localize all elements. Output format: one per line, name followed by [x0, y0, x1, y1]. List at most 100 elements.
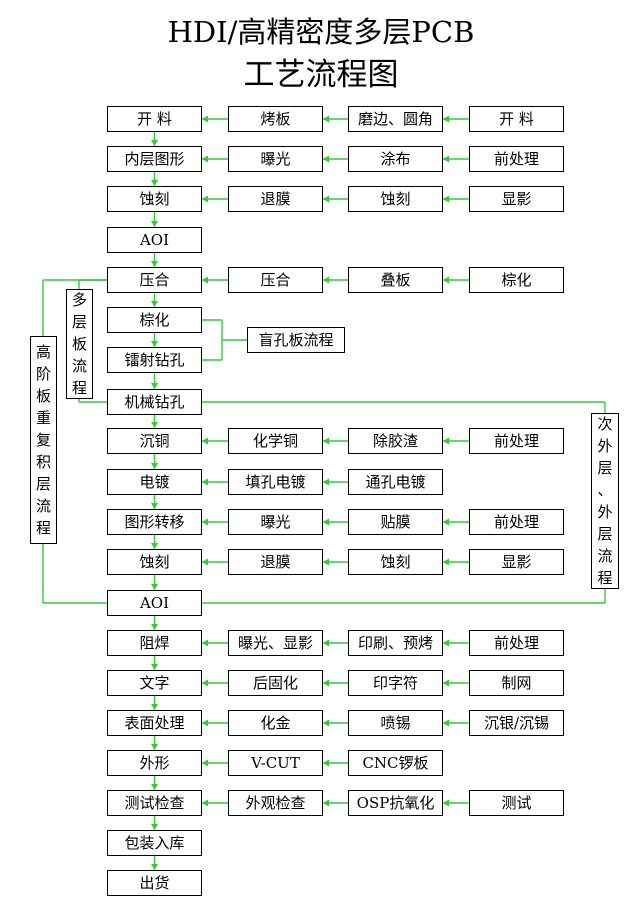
step-visual-inspection: 外观检查 [228, 790, 323, 816]
step-expose-develop: 曝光、显影 [228, 630, 323, 656]
main-step-aoi-outer: AOI [107, 590, 202, 616]
step-strip-film-2: 退膜 [228, 549, 323, 575]
arrowhead [151, 261, 158, 267]
arrowhead [151, 463, 158, 469]
arrowhead [151, 543, 158, 549]
main-step-inner-pattern: 内层图形 [107, 146, 202, 172]
step-pretreatment: 前处理 [469, 146, 564, 172]
arrowhead [443, 155, 449, 163]
arrowhead [323, 437, 329, 445]
arrowhead [443, 639, 449, 647]
arrowhead [151, 864, 158, 870]
arrowhead [443, 195, 449, 203]
main-step-cutting: 开 料 [107, 106, 202, 132]
step-print-legend: 印字符 [348, 670, 443, 696]
arrowhead [202, 115, 208, 123]
main-step-surface-finish: 表面处理 [107, 710, 202, 736]
arrowhead [151, 704, 158, 710]
main-step-profile: 外形 [107, 750, 202, 776]
arrowhead [151, 140, 158, 146]
arrowhead [323, 759, 329, 767]
main-step-plating: 电镀 [107, 469, 202, 495]
main-step-shipping: 出货 [107, 870, 202, 896]
step-electroless-copper: 化学铜 [228, 428, 323, 454]
main-step-laser-drill: 镭射钻孔 [107, 347, 202, 373]
chart-title-line2: 工艺流程图 [243, 57, 399, 93]
step-develop: 显影 [469, 186, 564, 212]
step-through-hole-plating: 通孔电镀 [348, 469, 443, 495]
label-multilayer-flow: 多 层 板 流 程 [66, 289, 93, 399]
arrowhead [151, 341, 158, 347]
step-hasl: 喷锡 [348, 710, 443, 736]
arrowhead [323, 155, 329, 163]
arrowhead [202, 155, 208, 163]
main-step-legend: 文字 [107, 670, 202, 696]
step-enig: 化金 [228, 710, 323, 736]
arrowhead [151, 503, 158, 509]
arrowhead [323, 276, 329, 284]
arrowhead [202, 195, 208, 203]
step-pretreatment-3: 前处理 [469, 509, 564, 535]
step-immersion-silver-tin: 沉银/沉锡 [469, 710, 564, 736]
step-pretreatment-2: 前处理 [469, 428, 564, 454]
chart-title-line1: HDI/高精密度多层PCB [167, 15, 475, 49]
step-laminate-film: 贴膜 [348, 509, 443, 535]
arrowhead [151, 422, 158, 428]
arrowhead [151, 824, 158, 830]
step-exposure: 曝光 [228, 146, 323, 172]
main-step-packaging: 包装入库 [107, 830, 202, 856]
step-exposure-2: 曝光 [228, 509, 323, 535]
step-print-prebake: 印刷、预烤 [348, 630, 443, 656]
main-step-solder-mask: 阻焊 [107, 630, 202, 656]
arrowhead [202, 799, 208, 807]
step-coating: 涂布 [348, 146, 443, 172]
arrowhead [202, 719, 208, 727]
main-step-inner-etch: 蚀刻 [107, 186, 202, 212]
label-outer-layer-flow: 次 外 层 、 外 层 流 程 [591, 413, 619, 589]
step-pretreatment-4: 前处理 [469, 630, 564, 656]
step-osp: OSP抗氧化 [348, 790, 443, 816]
arrowhead [202, 639, 208, 647]
step-post-cure: 后固化 [228, 670, 323, 696]
step-edge-grinding: 磨边、圆角 [348, 106, 443, 132]
arrowhead [323, 115, 329, 123]
step-etch-2: 蚀刻 [348, 549, 443, 575]
arrowhead [323, 639, 329, 647]
step-desmear: 除胶渣 [348, 428, 443, 454]
arrowhead [202, 679, 208, 687]
step-blind-hole-flow: 盲孔板流程 [247, 327, 345, 353]
arrowhead [151, 584, 158, 590]
main-step-copper-deposition: 沉铜 [107, 428, 202, 454]
arrowhead [323, 799, 329, 807]
arrowhead [443, 518, 449, 526]
arrowhead [443, 679, 449, 687]
arrowhead [443, 719, 449, 727]
arrowhead [443, 276, 449, 284]
step-via-fill-plating: 填孔电镀 [228, 469, 323, 495]
arrowhead [151, 383, 158, 389]
arrowhead [202, 759, 208, 767]
main-step-lamination: 压合 [107, 267, 202, 293]
main-step-outer-etch: 蚀刻 [107, 549, 202, 575]
step-v-cut: V-CUT [228, 750, 323, 776]
arrowhead [202, 558, 208, 566]
arrowhead [323, 518, 329, 526]
arrowhead [323, 558, 329, 566]
arrowhead [323, 719, 329, 727]
main-step-mech-drill: 机械钻孔 [107, 389, 202, 415]
step-press: 压合 [228, 267, 323, 293]
step-develop-2: 显影 [469, 549, 564, 575]
step-electrical-test: 测试 [469, 790, 564, 816]
arrowhead [443, 437, 449, 445]
arrowhead [151, 180, 158, 186]
step-etch: 蚀刻 [348, 186, 443, 212]
arrowhead [443, 799, 449, 807]
step-cnc-routing: CNC锣板 [348, 750, 443, 776]
arrowhead [202, 478, 208, 486]
main-step-brown-oxide: 棕化 [107, 307, 202, 333]
arrowhead [151, 301, 158, 307]
arrowhead [151, 744, 158, 750]
step-bake-board: 烤板 [228, 106, 323, 132]
arrowhead [323, 195, 329, 203]
